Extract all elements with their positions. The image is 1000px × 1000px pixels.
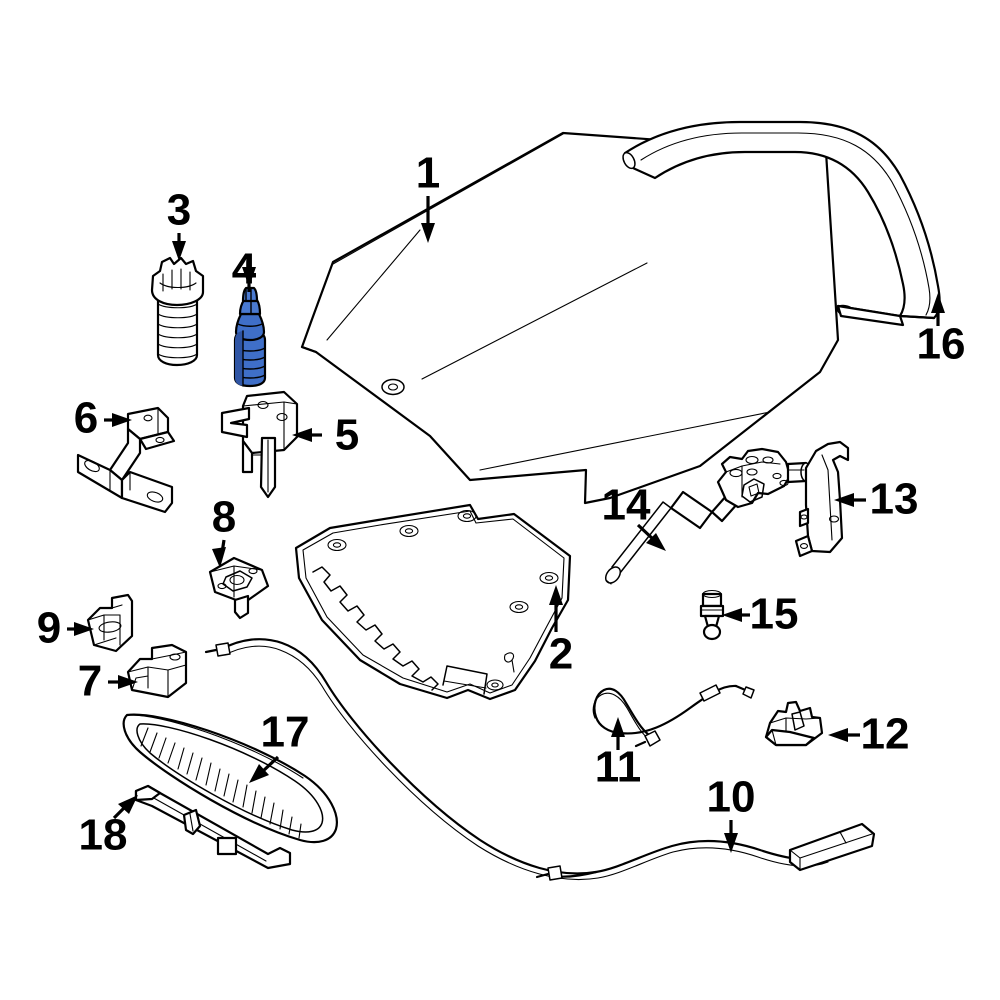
part-hood-bumper-highlight xyxy=(233,286,267,388)
part-hood-insulator-pad xyxy=(294,503,572,701)
part-lift-support-strut xyxy=(604,490,740,585)
callout-label-11: 11 xyxy=(595,743,642,792)
part-cowl-vent-grille xyxy=(122,713,338,844)
callout-label-16: 16 xyxy=(917,320,966,369)
callout-15: 15 xyxy=(722,590,798,639)
callout-6: 6 xyxy=(74,394,132,443)
part-hood-panel xyxy=(300,131,840,505)
callout-label-14: 14 xyxy=(602,481,651,530)
callout-label-8: 8 xyxy=(212,493,236,542)
callout-4: 4 xyxy=(232,245,257,294)
part-cowl-seal-strip xyxy=(134,784,292,870)
callout-label-13: 13 xyxy=(870,475,919,524)
callout-7: 7 xyxy=(78,657,138,706)
callout-1: 1 xyxy=(416,149,440,243)
callout-2: 2 xyxy=(549,585,573,679)
callout-label-9: 9 xyxy=(37,604,61,653)
part-hood-hinge xyxy=(716,440,850,558)
callout-label-15: 15 xyxy=(750,590,799,639)
callout-9: 9 xyxy=(37,604,94,653)
callout-label-3: 3 xyxy=(167,186,191,235)
callout-13: 13 xyxy=(834,475,918,524)
part-ball-stud xyxy=(699,589,725,641)
callout-5: 5 xyxy=(292,411,359,460)
callout-3: 3 xyxy=(167,186,191,261)
callout-label-10: 10 xyxy=(707,773,756,822)
callout-10: 10 xyxy=(707,773,756,853)
callout-label-5: 5 xyxy=(335,411,359,460)
part-hood-bumper-threaded xyxy=(150,256,205,367)
callout-label-2: 2 xyxy=(549,630,573,679)
part-release-cable-rear xyxy=(592,684,755,748)
part-pivot-bracket xyxy=(208,556,270,620)
callout-label-18: 18 xyxy=(79,811,128,860)
callout-label-17: 17 xyxy=(261,708,310,757)
part-cable-guide-clip xyxy=(764,700,824,747)
part-cable-clip-lower xyxy=(126,643,188,699)
callout-17: 17 xyxy=(249,708,309,783)
part-latch-bracket xyxy=(220,390,299,499)
callout-8: 8 xyxy=(212,493,236,568)
callout-label-7: 7 xyxy=(78,657,102,706)
callout-label-12: 12 xyxy=(861,710,910,759)
callout-18: 18 xyxy=(79,795,138,860)
part-cable-clip-upper xyxy=(86,593,134,653)
callout-16: 16 xyxy=(917,293,966,369)
part-support-bracket xyxy=(76,406,176,514)
callout-12: 12 xyxy=(828,710,909,759)
part-hood-seal xyxy=(622,120,941,327)
callout-14: 14 xyxy=(602,481,666,551)
callout-11: 11 xyxy=(595,717,642,792)
callout-label-1: 1 xyxy=(416,149,440,198)
part-release-cable-front xyxy=(204,638,876,881)
callout-label-6: 6 xyxy=(74,394,98,443)
callout-label-4: 4 xyxy=(232,245,257,294)
